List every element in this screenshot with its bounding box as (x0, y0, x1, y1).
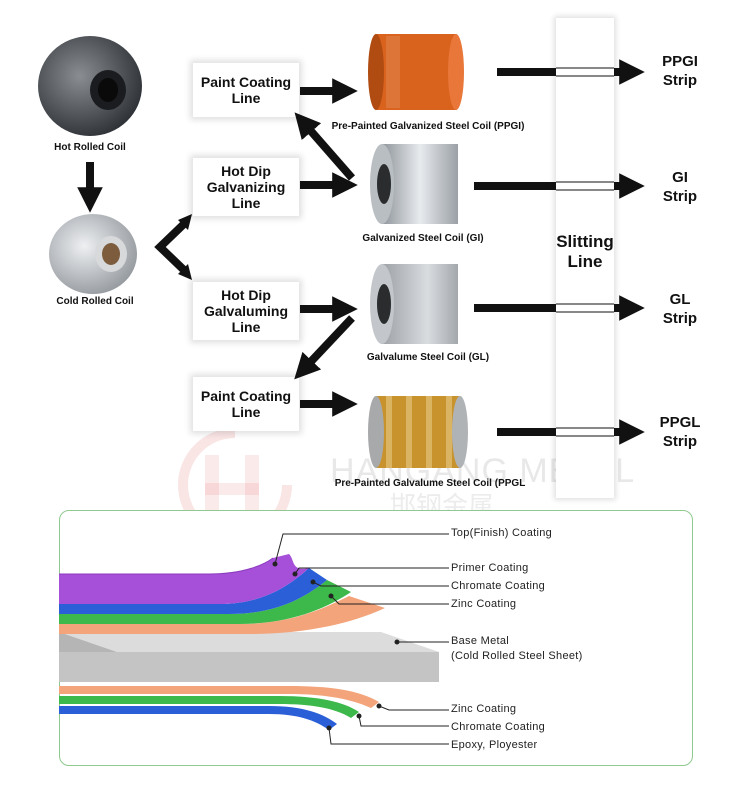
split-branch (154, 219, 189, 275)
cold-rolled-coil-image (49, 214, 137, 294)
hot-rolled-coil-label: Hot Rolled Coil (54, 142, 126, 153)
legend-epoxy: Epoxy, Ployester (451, 739, 538, 751)
layer-bottom-zinc (59, 686, 379, 708)
ppgi-coil-image (368, 34, 464, 110)
legend-zinc-bottom: Zinc Coating (451, 703, 517, 715)
split-arrowhead-bottom (178, 264, 192, 280)
layer-bottom-epoxy (59, 706, 337, 730)
layer-top-zinc (59, 596, 385, 634)
layer-base-metal (59, 652, 439, 682)
layer-top-primer (59, 568, 327, 614)
hot-rolled-coil-image (38, 36, 142, 136)
layer-top-finish (59, 554, 309, 604)
arrow-gi-to-paint (294, 112, 356, 181)
legend-chromate-bottom: Chromate Coating (451, 721, 546, 733)
layer-top-chromate (59, 580, 351, 624)
ppgl-coil-image (368, 396, 468, 468)
legend-base-metal-sub: (Cold Rolled Steel Sheet) (451, 650, 583, 662)
legend-top-finish: Top(Finish) Coating (451, 527, 553, 539)
slitting-line-column (556, 18, 614, 498)
split-arrowhead-top (178, 214, 192, 230)
cold-rolled-coil-label: Cold Rolled Coil (56, 296, 134, 307)
ppgi-coil-label: Pre-Painted Galvanized Steel Coil (PPGI) (331, 121, 525, 132)
gl-coil-label: Galvalume Steel Coil (GL) (366, 352, 490, 363)
gl-coil-image (370, 264, 458, 344)
layer-base-metal-top (59, 632, 439, 652)
legend-base-metal: Base Metal (451, 635, 510, 647)
ppgl-coil-label: Pre-Painted Galvalume Steel Coil (PPGL (334, 478, 526, 489)
coating-layers-diagram (59, 533, 449, 745)
flow-arrows (77, 59, 645, 445)
layer-bottom-chromate (59, 696, 359, 718)
gi-coil-image (370, 144, 458, 224)
arrow-gl-to-paint (294, 315, 355, 380)
legend-zinc-top: Zinc Coating (451, 598, 517, 610)
legend-chromate-top: Chromate Coating (451, 580, 546, 592)
gi-coil-label: Galvanized Steel Coil (GI) (362, 233, 484, 244)
legend-primer: Primer Coating (451, 562, 529, 574)
